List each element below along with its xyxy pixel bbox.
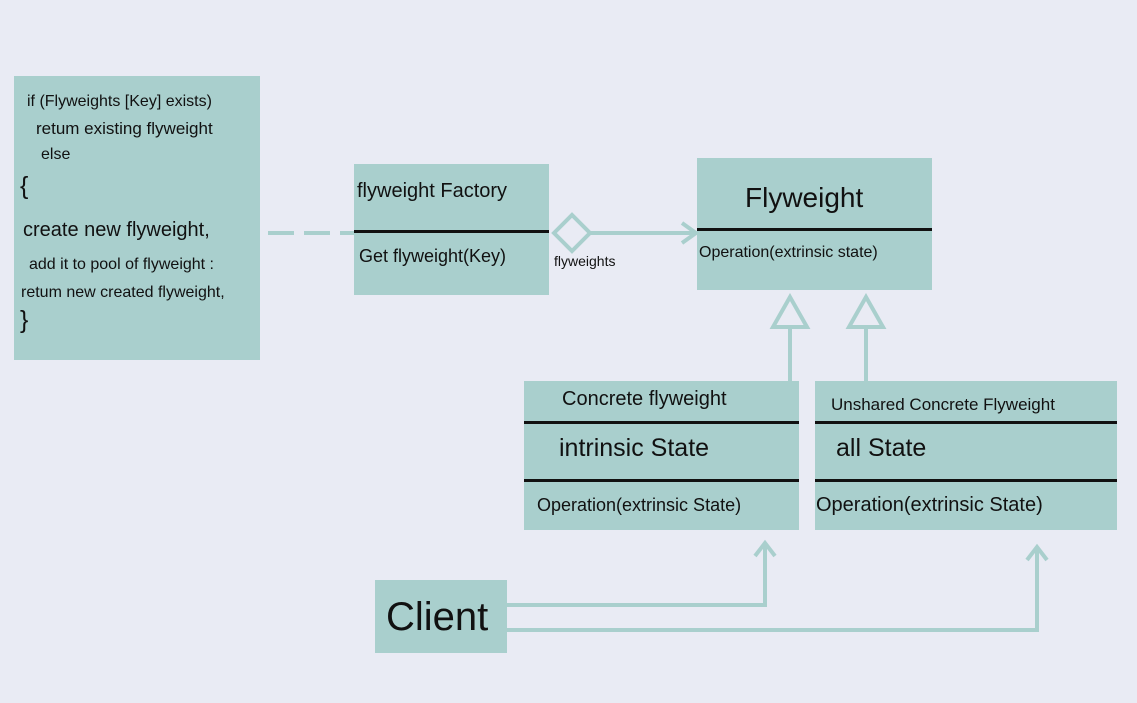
client-link-unshared bbox=[507, 550, 1039, 632]
client-arrowhead-unshared bbox=[1025, 543, 1049, 562]
note-line-2: retum existing flyweight bbox=[36, 119, 213, 138]
unshared-method: Operation(extrinsic State) bbox=[816, 494, 1043, 516]
note-line-1: if (Flyweights [Key] exists) bbox=[27, 93, 212, 110]
concrete-title: Concrete flyweight bbox=[562, 388, 727, 410]
factory-method: Get flyweight(Key) bbox=[359, 246, 507, 266]
client-arrowhead-concrete bbox=[753, 539, 777, 558]
flyweight-method: Operation(extrinsic state) bbox=[699, 244, 878, 261]
factory-title: flyweight Factory bbox=[357, 180, 508, 202]
concrete-method: Operation(extrinsic State) bbox=[537, 495, 742, 515]
concrete-divider-bottom bbox=[524, 479, 799, 482]
flyweight-divider bbox=[697, 228, 932, 231]
note-brace-close: } bbox=[20, 306, 29, 334]
unshared-divider-bottom bbox=[815, 479, 1117, 482]
note-line-5: add it to pool of flyweight : bbox=[29, 256, 214, 273]
note-line-4: create new flyweight, bbox=[23, 219, 210, 241]
factory-divider bbox=[354, 230, 549, 233]
aggregation-label: flyweights bbox=[554, 253, 616, 269]
concrete-flyweight-class: Concrete flyweight intrinsic State Opera… bbox=[524, 381, 799, 530]
aggregation-diamond bbox=[551, 212, 593, 254]
flyweight-factory-class: flyweight Factory Get flyweight(Key) bbox=[354, 164, 549, 295]
inherit-triangle-concrete bbox=[769, 292, 811, 329]
unshared-concrete-flyweight-class: Unshared Concrete Flyweight all State Op… bbox=[815, 381, 1117, 530]
unshared-divider-top bbox=[815, 421, 1117, 424]
flyweight-class: Flyweight Operation(extrinsic state) bbox=[697, 158, 932, 290]
concrete-state: intrinsic State bbox=[559, 434, 710, 462]
client-title: Client bbox=[386, 595, 489, 639]
note-brace-open: { bbox=[20, 172, 29, 200]
client-link-concrete bbox=[507, 546, 767, 607]
association-arrowhead bbox=[680, 221, 700, 245]
client-class: Client bbox=[375, 580, 507, 653]
inherit-triangle-unshared bbox=[845, 292, 887, 329]
note-line-6: retum new created flyweight, bbox=[21, 284, 225, 301]
flyweight-title: Flyweight bbox=[745, 182, 864, 213]
unshared-state: all State bbox=[836, 434, 927, 462]
note-line-3: else bbox=[41, 146, 71, 163]
unshared-title: Unshared Concrete Flyweight bbox=[831, 395, 1055, 414]
concrete-divider-top bbox=[524, 421, 799, 424]
pseudocode-note: if (Flyweights [Key] exists) retum exist… bbox=[14, 76, 260, 360]
